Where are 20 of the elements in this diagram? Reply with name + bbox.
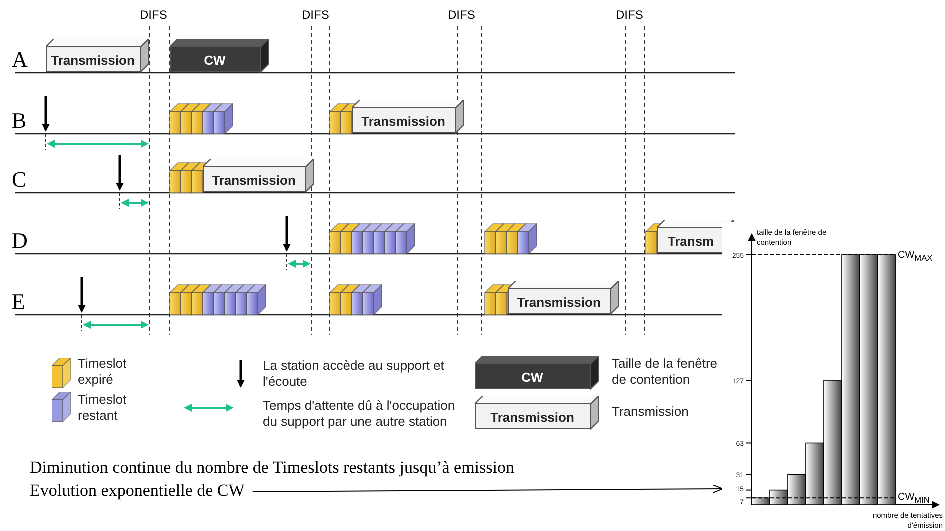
legend-text: Transmission [612, 404, 690, 420]
station-letter: B [12, 108, 27, 134]
arrow [252, 484, 724, 494]
legend-text: Timeslot expiré [78, 356, 128, 388]
difs-label: DIFS [302, 8, 330, 22]
station-letter: A [12, 47, 28, 73]
difs-label: DIFS [140, 8, 168, 22]
station-letter: C [12, 167, 27, 193]
annotation: CW$_{MIN}$ [898, 492, 930, 505]
annotation: CW$_{MAX}$ [898, 250, 933, 263]
difs-label: DIFS [448, 8, 476, 22]
legend-text: Taille de la fenêtre de contention [612, 356, 719, 388]
station-letter: D [12, 228, 28, 254]
text-label: Evolution exponentielle de CW [30, 481, 245, 501]
difs-label: DIFS [616, 8, 644, 22]
station-letter: E [12, 289, 26, 315]
legend-text: La station accède au support et l'écoute [263, 358, 446, 390]
legend-text: Temps d'attente dû à l'occupation du support par une autre station [263, 398, 456, 430]
note-text: Diminution continue du nombre de Timeslots restants jusqu’à emission [30, 458, 514, 478]
legend-text: Timeslot restant [78, 392, 128, 424]
